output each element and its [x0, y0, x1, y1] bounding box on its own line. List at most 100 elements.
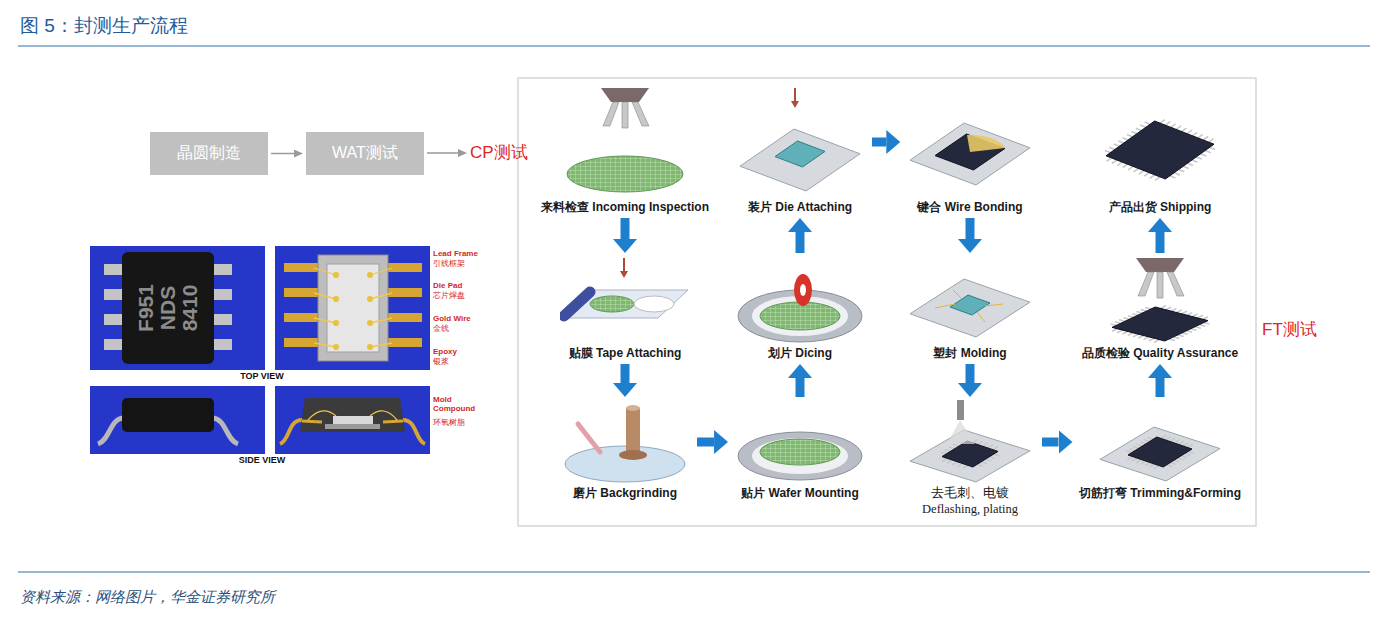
flow-arrow	[1156, 232, 1165, 253]
box-label: 晶圆制造	[177, 143, 241, 164]
step-illustration	[1140, 125, 1146, 127]
step-illustration	[1130, 449, 1136, 451]
chip-side-view	[90, 386, 265, 454]
step-illustration	[1132, 314, 1138, 316]
part-name: Epoxy	[433, 348, 457, 357]
step-illustration	[942, 458, 947, 461]
step-illustration	[1192, 314, 1197, 317]
step-illustration	[1105, 151, 1111, 153]
step-illustration	[1112, 307, 1208, 341]
step-illustration	[1136, 312, 1142, 314]
step-illustration	[1128, 166, 1133, 170]
step-illustration	[1174, 173, 1180, 175]
step-illustration	[1197, 315, 1203, 318]
step-illustration	[1185, 454, 1191, 456]
chip-top-view	[212, 339, 232, 350]
step-illustration	[1195, 327, 1201, 329]
step-illustration	[1136, 460, 1141, 463]
step-illustration	[935, 134, 1005, 170]
part-name: 金线	[433, 325, 449, 333]
step-illustration	[947, 420, 975, 444]
step-label: 划片 Dicing	[768, 346, 832, 361]
step-illustration	[977, 464, 983, 466]
lead-frame-view	[327, 264, 379, 352]
step-illustration	[1149, 338, 1154, 341]
step-illustration	[1191, 329, 1197, 331]
step-illustration	[1167, 465, 1173, 467]
step-illustration	[1154, 466, 1159, 469]
chip-top-view	[212, 314, 232, 325]
view-name: TOP VIEW	[240, 372, 284, 382]
step-illustration	[905, 86, 1035, 198]
step-label: 来料检查 Incoming Inspection	[541, 200, 709, 215]
stage-arrow	[271, 153, 294, 155]
step-illustration	[590, 296, 634, 312]
chip-side-view	[212, 418, 238, 444]
step-illustration	[1133, 334, 1138, 337]
step-illustration	[1127, 457, 1132, 460]
lead-frame-view	[367, 344, 373, 350]
step-illustration	[1170, 463, 1176, 465]
step-illustration	[1127, 135, 1133, 137]
step-illustration	[1122, 332, 1127, 335]
step-illustration	[1105, 120, 1215, 181]
step-illustration	[800, 284, 806, 296]
lead-frame-view	[367, 320, 373, 326]
part-name: 环氧树脂	[433, 419, 465, 427]
chip-cross-section	[333, 416, 373, 424]
step-illustration	[1187, 130, 1192, 134]
step-illustration	[564, 290, 688, 318]
lead-frame-view	[275, 246, 430, 370]
chip-cross-section	[280, 420, 302, 444]
rule-line	[18, 46, 1370, 47]
part-name: Mold Compound	[433, 396, 481, 414]
step-illustration	[1128, 316, 1134, 318]
chip-marking: F951	[134, 284, 157, 332]
step-illustration	[1173, 337, 1179, 339]
step-illustration	[983, 443, 988, 446]
chip-marking: 8410	[178, 285, 201, 332]
step-illustration	[1149, 464, 1154, 467]
step-illustration	[1161, 435, 1166, 438]
step-illustration	[620, 271, 628, 278]
step-illustration	[945, 450, 951, 452]
chip-top-view	[90, 246, 265, 370]
lead-frame-view	[333, 296, 339, 302]
step-illustration	[1160, 120, 1165, 124]
step-illustration	[603, 102, 649, 128]
test-stage-label: CP测试	[470, 141, 528, 164]
process-step: 贴膜 Tape Attaching	[556, 256, 694, 361]
step-illustration	[1148, 437, 1154, 439]
step-illustration	[1095, 400, 1225, 484]
lead-frame-view	[370, 268, 392, 275]
chip-cross-section	[275, 386, 430, 454]
chip-side-view	[90, 386, 265, 454]
step-illustration	[1136, 258, 1184, 272]
step-illustration	[794, 274, 812, 306]
step-label: 产品出货 Shipping	[1109, 200, 1212, 215]
step-illustration	[1141, 461, 1146, 464]
step-illustration	[1210, 147, 1216, 149]
step-illustration	[963, 465, 968, 468]
stage-arrow	[427, 152, 458, 154]
step-illustration	[1169, 339, 1175, 341]
step-illustration	[985, 459, 991, 461]
step-illustration	[952, 462, 957, 465]
step-illustration	[1126, 435, 1194, 468]
step-illustration	[791, 101, 799, 108]
chip-top-view	[212, 264, 232, 275]
lead-frame-view	[284, 263, 318, 272]
step-illustration	[1204, 323, 1210, 325]
lead-frame-view	[367, 272, 373, 278]
part-name: 引线框架	[433, 260, 465, 268]
process-step: 去毛刺、电镀 Deflashing, plating	[901, 400, 1039, 517]
lead-frame-view	[314, 268, 392, 347]
box-label: WAT测试	[332, 143, 398, 164]
step-illustration	[1183, 166, 1189, 168]
lead-frame-view	[388, 338, 422, 347]
process-step: 键合 Wire Bonding	[901, 86, 1039, 215]
lead-frame-view	[370, 343, 392, 347]
step-illustration	[1154, 340, 1159, 343]
step-illustration	[990, 457, 996, 459]
step-illustration	[1165, 122, 1170, 126]
